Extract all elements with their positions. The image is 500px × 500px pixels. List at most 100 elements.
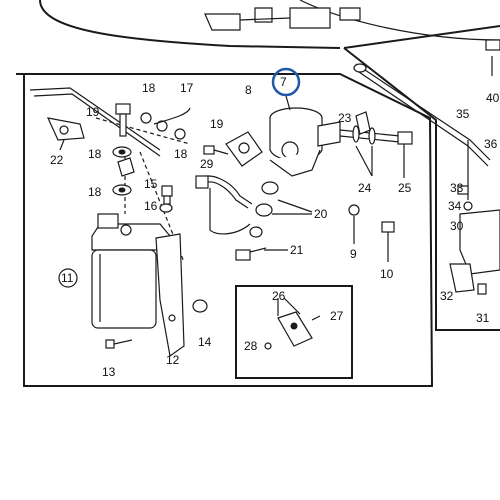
inset-frame — [235, 285, 353, 379]
pump-outlet — [317, 121, 341, 147]
banjo-fitting — [117, 157, 135, 177]
pipe-35-nut — [353, 63, 367, 73]
callout-26: 26 — [272, 289, 286, 303]
gasket-hole — [238, 142, 250, 154]
callout-16: 16 — [144, 199, 158, 213]
seal-24a — [352, 125, 360, 143]
bolt-10-head — [381, 221, 395, 233]
callout-30: 30 — [450, 219, 464, 233]
top-fitting-2 — [254, 7, 273, 23]
nut-9-bolt-10 — [348, 204, 395, 262]
callout-10: 10 — [380, 267, 394, 281]
callout-33: 33 — [450, 181, 464, 195]
nut-9 — [348, 204, 360, 216]
bolt-15-shank — [163, 195, 171, 205]
top-fittings — [204, 7, 361, 31]
washer-18a-hole — [118, 149, 126, 155]
banjo-25 — [397, 131, 413, 145]
bracket-30 — [459, 209, 500, 275]
callout-8: 8 — [245, 83, 252, 97]
bracket-hole — [168, 314, 176, 322]
leader-24a — [355, 145, 373, 177]
washer-34 — [463, 201, 473, 211]
inset-bolt-27 — [311, 315, 321, 321]
bolt-19b — [203, 145, 229, 155]
top-fitting-4 — [339, 7, 361, 21]
bolt-13-shank — [113, 339, 133, 345]
callout-22: 22 — [50, 153, 64, 167]
bolt-21-shank — [249, 247, 267, 253]
callout-11: 11 — [61, 271, 74, 285]
bolt-31 — [477, 283, 487, 295]
washer-16 — [159, 203, 173, 213]
bracket-22-arm — [29, 87, 161, 151]
pump-base — [269, 149, 321, 177]
leader-26b — [283, 297, 301, 315]
hose-23 — [355, 111, 371, 135]
leader-20a — [277, 199, 313, 213]
callout-25: 25 — [398, 181, 412, 195]
callout-29: 29 — [200, 157, 214, 171]
dash-1 — [95, 117, 191, 145]
bolt-33 — [457, 185, 469, 195]
pipe-29-return — [209, 188, 251, 235]
callout-40: 40 — [486, 91, 500, 105]
washer-20b — [255, 203, 273, 217]
callout-20: 20 — [314, 207, 328, 221]
callout-36: 36 — [484, 137, 498, 151]
callout-23: 23 — [338, 111, 352, 125]
bracket-22-arm-2 — [33, 93, 161, 157]
callout-11-ring — [58, 268, 78, 288]
leader-22 — [59, 139, 65, 151]
pipe-29 — [195, 175, 253, 235]
pipe-17 — [153, 107, 191, 125]
callout-18a: 18 — [142, 81, 156, 95]
callout-21: 21 — [290, 243, 304, 257]
bolt-19b-shank — [213, 149, 229, 155]
bolt-19-head — [115, 103, 131, 115]
washer-18-right — [174, 128, 186, 140]
pipe-35 — [355, 63, 491, 161]
callout-34: 34 — [448, 199, 462, 213]
bracket-22-hole — [59, 125, 69, 135]
bolt-13-head — [105, 339, 115, 349]
washer-18-top — [140, 112, 152, 124]
washer-18b-hole — [118, 187, 126, 193]
filter-bracket-12 — [155, 233, 185, 358]
top-pipe — [239, 17, 291, 21]
callout-19a: 19 — [86, 105, 100, 119]
seal-24b — [368, 127, 376, 145]
callout-31: 31 — [476, 311, 490, 325]
bottom-fasteners — [105, 299, 208, 349]
highlight-ring-7 — [271, 67, 301, 97]
fuel-pump-7 — [269, 95, 341, 177]
callout-19b: 19 — [210, 117, 224, 131]
diagram-frames — [16, 0, 500, 387]
fuel-filter — [91, 213, 185, 358]
callout-15: 15 — [144, 177, 158, 191]
callout-32: 32 — [440, 289, 454, 303]
bracket-22 — [29, 87, 161, 157]
callout-28: 28 — [244, 339, 258, 353]
bolt-15 — [161, 185, 173, 197]
right-assembly — [353, 39, 500, 295]
top-curve — [39, 0, 341, 49]
callout-9: 9 — [350, 247, 357, 261]
nut-18-top — [156, 120, 168, 132]
callout-27: 27 — [330, 309, 344, 323]
bolt-19-shank — [119, 113, 127, 137]
bolt-19b-head — [203, 145, 215, 155]
bolt-21-head — [235, 249, 251, 261]
top-right-curve — [299, 0, 500, 41]
callout-7: 7 — [280, 75, 287, 89]
right-frame-top — [343, 25, 500, 49]
top-fitting-1 — [204, 13, 241, 31]
callout-12: 12 — [166, 353, 180, 367]
filter-canister — [91, 249, 157, 329]
callout-numbers: 7 8 9 10 11 12 13 14 15 16 17 18 18 18 1… — [50, 75, 500, 379]
filter-head-port — [120, 224, 132, 236]
callout-24: 24 — [358, 181, 372, 195]
inset-bracket-hole — [290, 322, 298, 330]
washer-20c — [249, 226, 263, 238]
